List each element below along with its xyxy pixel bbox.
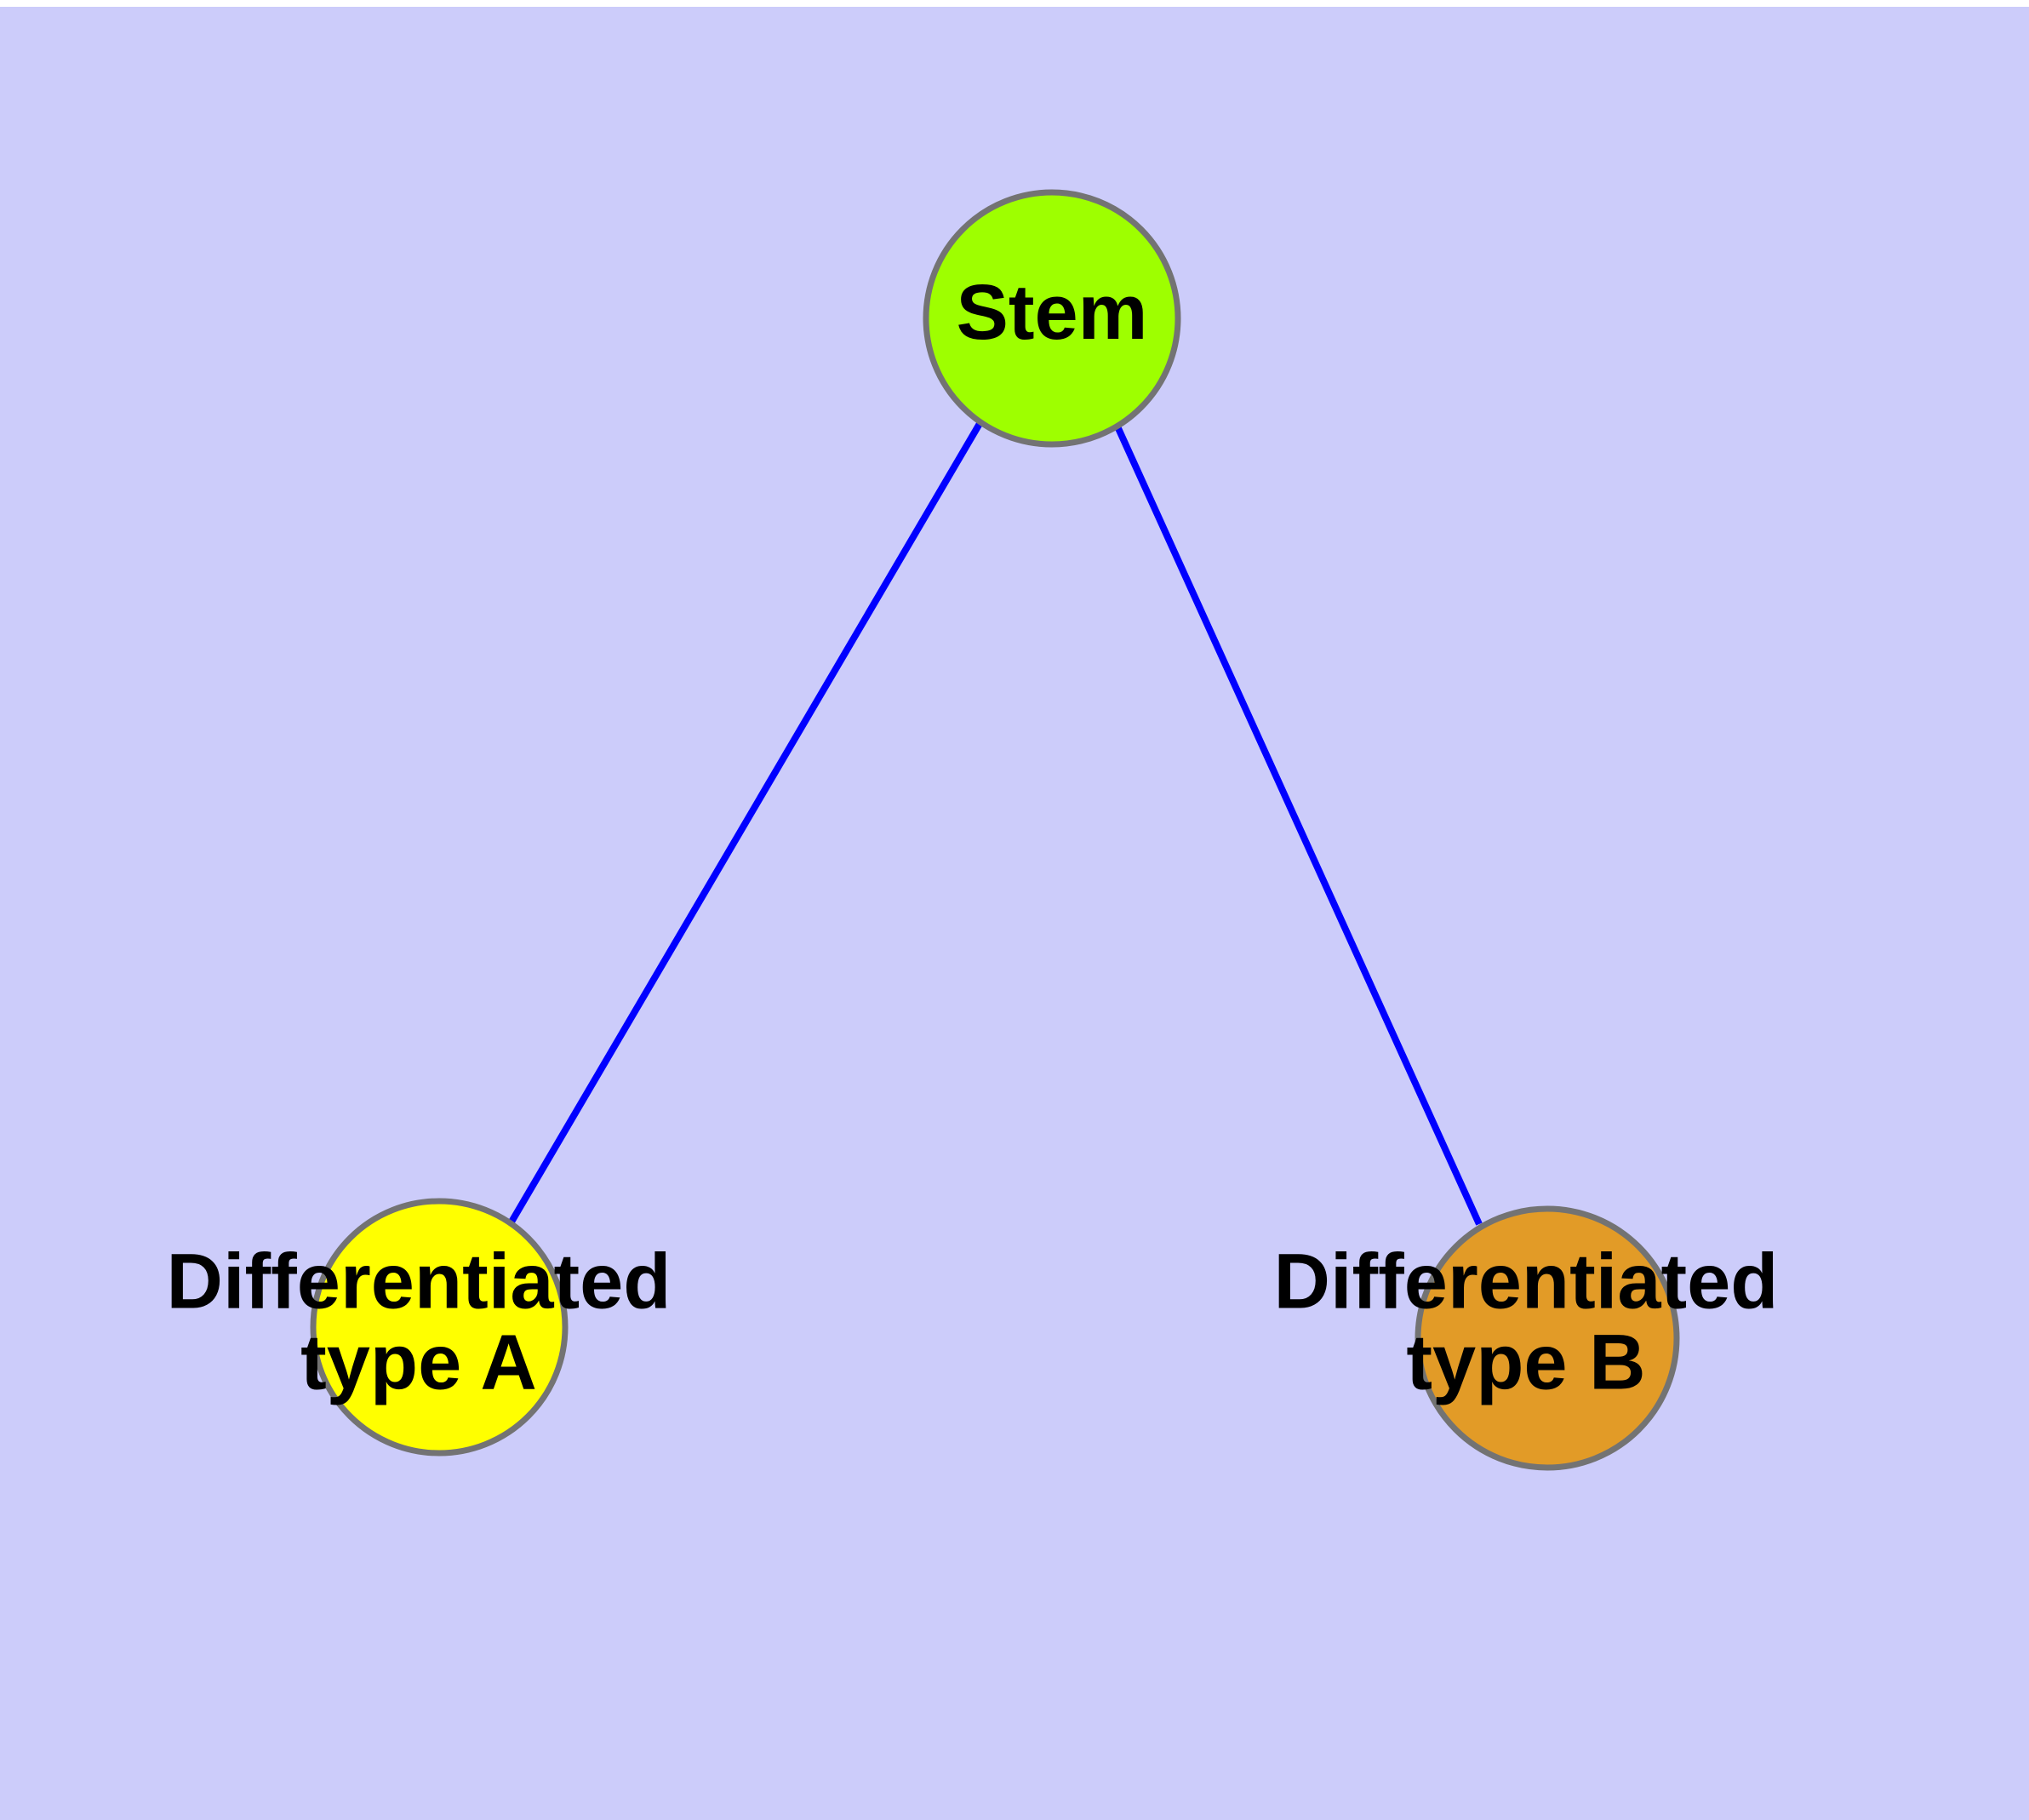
graph-node-label-line: Differentiated	[1274, 1239, 1779, 1325]
nodes-layer	[310, 189, 1680, 1471]
graph-node-label-line: type B	[1406, 1319, 1645, 1406]
graph-node-label-stem: Stem	[957, 269, 1148, 356]
graph-node-diff_a[interactable]	[310, 1198, 569, 1457]
edges-layer	[507, 420, 1483, 1226]
graph-node-label-line: Stem	[957, 269, 1148, 356]
graph-node-label-line: Differentiated	[167, 1239, 672, 1325]
graph-node-diff_b[interactable]	[1415, 1205, 1680, 1471]
graph-edge-stem-to-diff-b[interactable]	[1114, 425, 1483, 1226]
graph-node-stem[interactable]	[923, 189, 1181, 448]
graph-node-label-line: type A	[300, 1319, 537, 1406]
graph-edge-stem-to-diff-a[interactable]	[507, 420, 984, 1226]
